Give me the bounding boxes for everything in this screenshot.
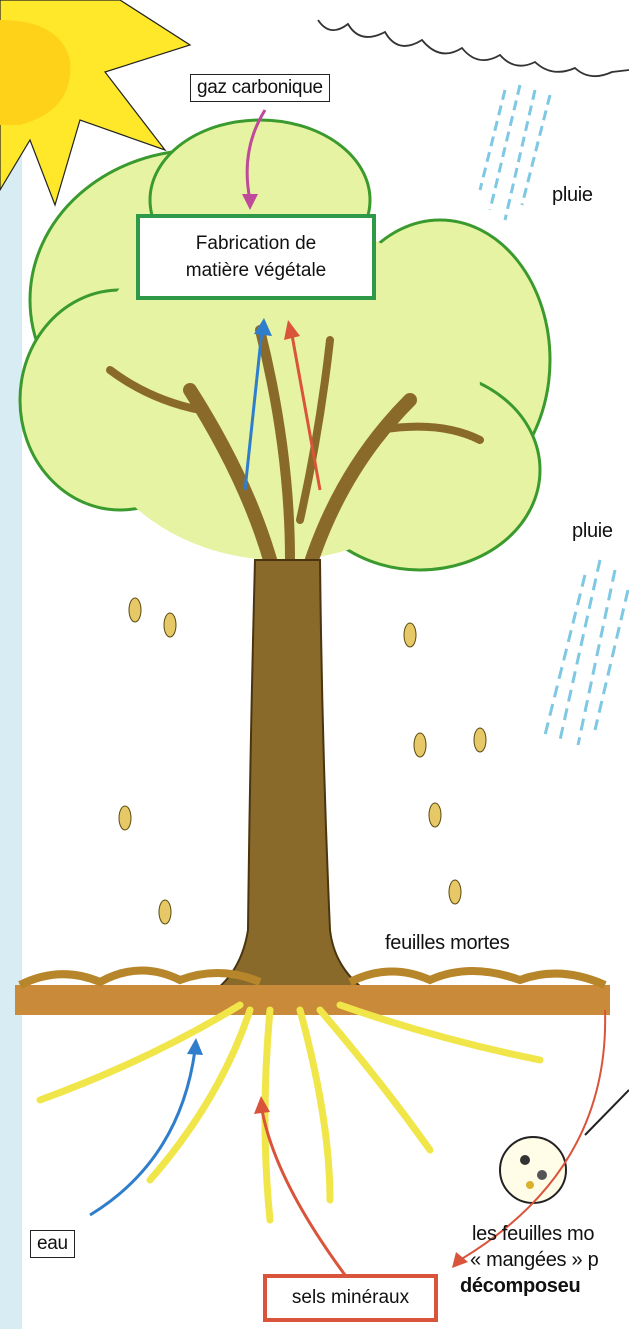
decomposer-circle-icon: [500, 1090, 629, 1203]
fabrication-box: Fabrication de matière végétale: [136, 214, 376, 300]
mineral-salts-label: sels minéraux: [292, 1287, 409, 1309]
left-background-strip: [0, 0, 22, 1329]
dead-leaves-label: feuilles mortes: [385, 932, 509, 955]
rain-label-middle: pluie: [572, 520, 613, 543]
tree-trunk: [200, 560, 380, 1000]
co2-label: gaz carbonique: [190, 74, 330, 102]
decomposer-text-line-1: les feuilles mo: [472, 1222, 594, 1247]
rain-label-top: pluie: [552, 184, 593, 207]
decomposer-text-line-3: décomposeu: [460, 1274, 580, 1299]
mineral-salts-box: sels minéraux: [263, 1274, 438, 1322]
water-arrow-roots: [90, 1038, 203, 1215]
fabrication-line-2: matière végétale: [186, 260, 326, 281]
cloud-icon: [318, 20, 629, 76]
fabrication-line-1: Fabrication de: [196, 233, 316, 254]
water-label: eau: [30, 1230, 75, 1258]
rain-icon: [480, 85, 550, 220]
rain-icon-2: [545, 560, 628, 745]
soil-layer: [15, 985, 610, 1015]
decomposer-text-line-2: « mangées » p: [470, 1248, 598, 1273]
